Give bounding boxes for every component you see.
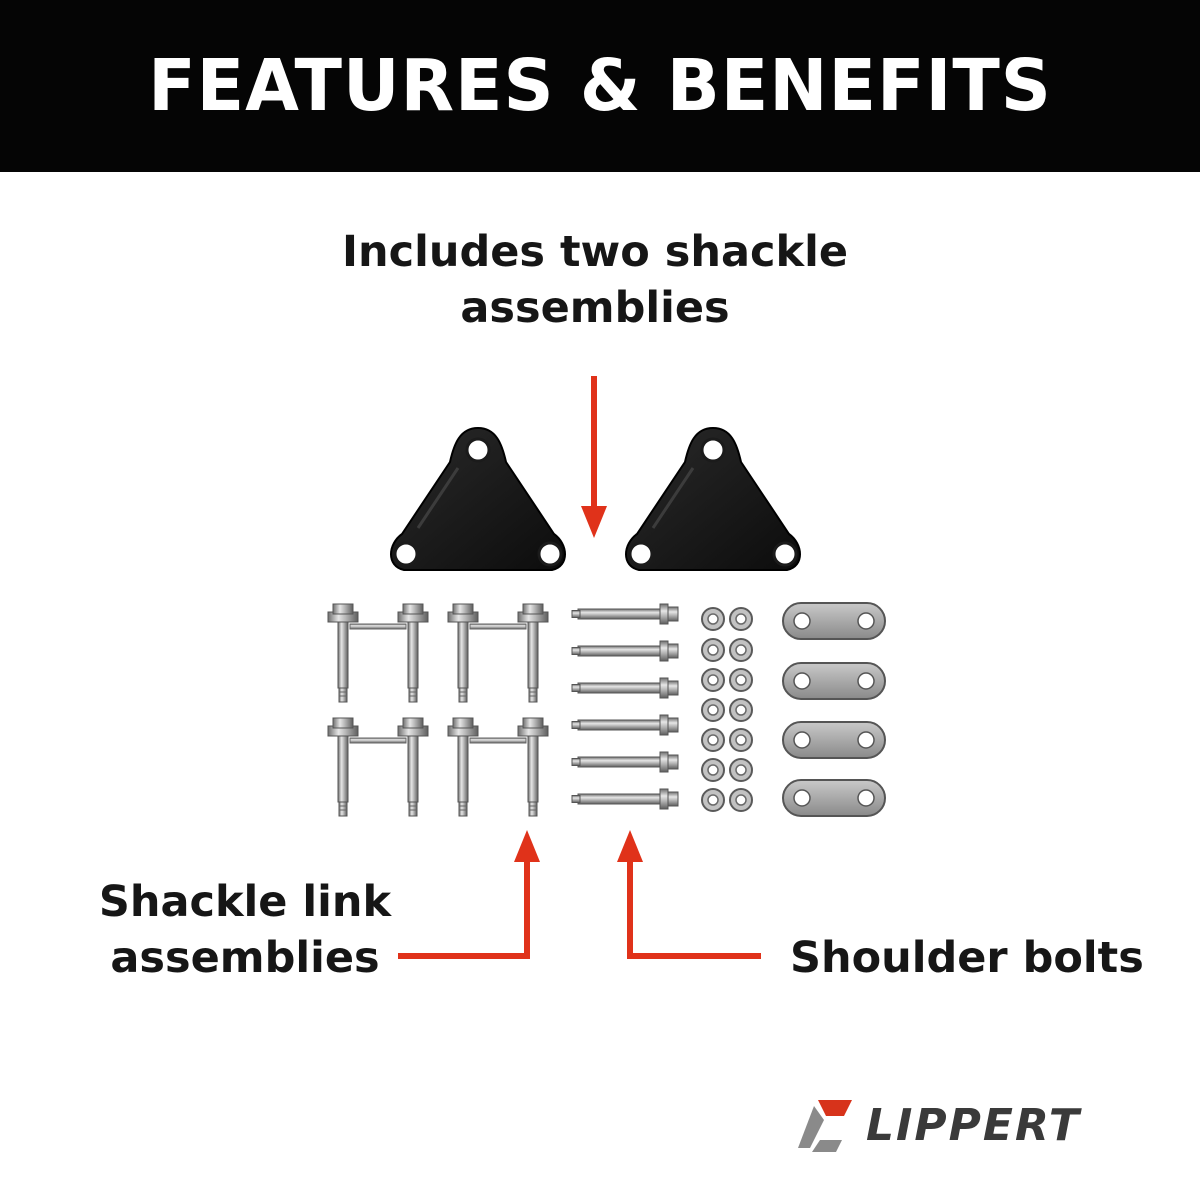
shackle-plate-left <box>389 426 567 572</box>
shackle-link-row-bottom <box>327 717 549 817</box>
arrow-shackle-assemblies <box>581 376 607 538</box>
lippert-logo-wordmark: LIPPERT <box>866 1100 1081 1151</box>
shackle-link-row-top <box>327 603 549 703</box>
washer-group <box>701 607 753 812</box>
callout-shoulder-bolts-line1: Shoulder bolts <box>790 933 1144 983</box>
callout-shackle-link-assemblies: Shackle link assemblies <box>90 874 400 986</box>
arrow-shoulder-bolts <box>617 830 761 959</box>
banner-title: FEATURES & BENEFITS <box>148 44 1052 127</box>
callout-shackle-assemblies-line2: assemblies <box>460 283 730 333</box>
shackle-link-bolt-group <box>327 603 549 817</box>
callout-shoulder-bolts: Shoulder bolts <box>790 930 1144 986</box>
callout-shackle-link-line2: assemblies <box>110 933 380 983</box>
shoulder-bolt-group <box>571 603 679 810</box>
shackle-plate-right <box>624 426 802 572</box>
link-plate-group <box>782 602 886 817</box>
callout-shackle-link-line1: Shackle link <box>98 877 392 927</box>
lippert-logo-icon <box>798 1100 852 1152</box>
arrow-shackle-link <box>398 830 540 959</box>
callout-shackle-assemblies-line1: Includes two shackle <box>342 227 848 277</box>
header-banner <box>0 0 1200 172</box>
callout-shackle-assemblies: Includes two shackle assemblies <box>300 224 890 336</box>
